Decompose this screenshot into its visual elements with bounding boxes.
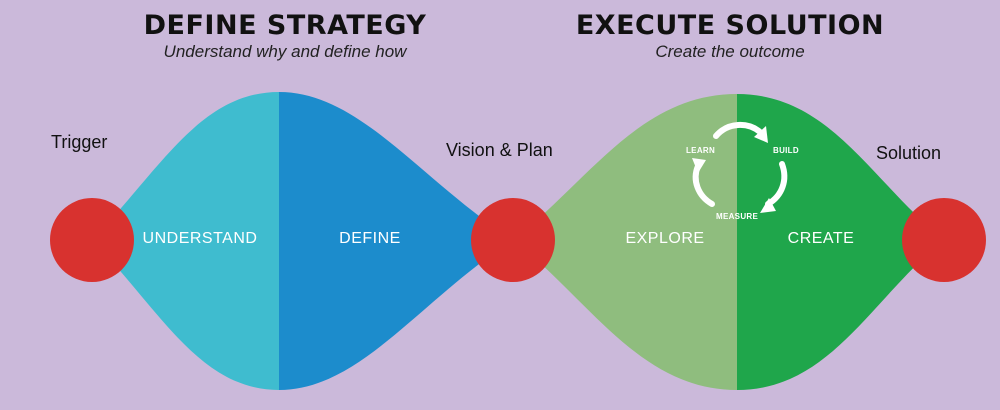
- cycle-measure-label: MEASURE: [716, 212, 759, 221]
- define-strategy-subtitle: Understand why and define how: [163, 42, 407, 61]
- trigger-milestone-circle: [50, 198, 134, 282]
- vision-plan-label: Vision & Plan: [446, 140, 553, 160]
- execute-solution-subtitle: Create the outcome: [655, 42, 805, 61]
- define-strategy-title: DEFINE STRATEGY: [143, 10, 427, 41]
- create-region: [737, 94, 944, 390]
- execute-solution-heading: EXECUTE SOLUTION Create the outcome: [570, 10, 890, 62]
- cycle-build-label: BUILD: [773, 146, 799, 155]
- build-to-measure-arrow: [765, 161, 788, 207]
- define-strategy-heading: DEFINE STRATEGY Understand why and defin…: [135, 10, 435, 62]
- vision-plan-milestone-circle: [471, 198, 555, 282]
- understand-region: [92, 92, 279, 390]
- solution-milestone-circle: [902, 198, 986, 282]
- define-phase-label: DEFINE: [339, 230, 401, 247]
- arrowhead-measure-icon: [760, 198, 776, 213]
- solution-label: Solution: [876, 143, 942, 163]
- arrowhead-learn-icon: [692, 158, 706, 173]
- execute-solution-title: EXECUTE SOLUTION: [575, 10, 885, 41]
- trigger-label: Trigger: [51, 132, 108, 152]
- explore-region: [513, 94, 737, 390]
- cycle-arrowheads: [692, 126, 776, 213]
- understand-phase-label: UNDERSTAND: [142, 230, 258, 247]
- explore-phase-label: EXPLORE: [625, 230, 705, 247]
- create-phase-label: CREATE: [787, 230, 855, 247]
- learn-to-build-arrow: [713, 122, 763, 139]
- arrowhead-build-icon: [754, 126, 768, 143]
- define-region: [279, 92, 513, 390]
- cycle-learn-label: LEARN: [686, 146, 716, 155]
